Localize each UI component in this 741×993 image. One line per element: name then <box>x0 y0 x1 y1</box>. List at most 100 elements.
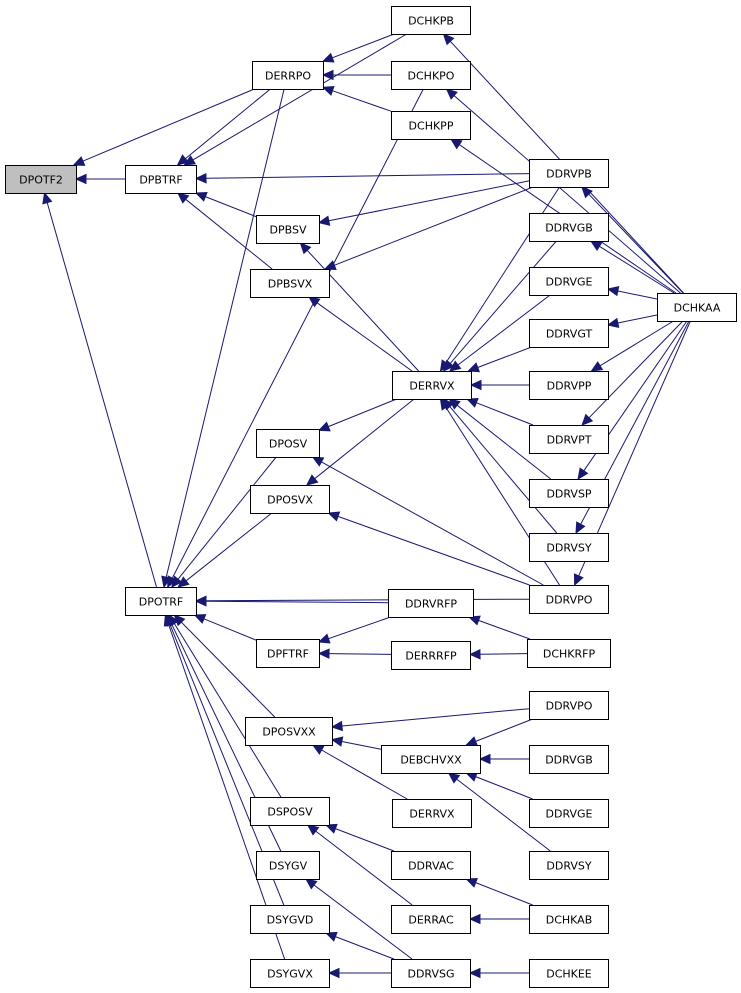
node-dchkrfp[interactable]: DCHKRFP <box>527 639 611 668</box>
edge-line <box>205 196 257 218</box>
node-ddrvpb[interactable]: DDRVPB <box>529 159 609 188</box>
edge-dpbsvx-to-dpbtrf <box>176 192 273 270</box>
edge-line <box>321 749 408 800</box>
arrow-head-icon <box>468 913 481 925</box>
edge-dposv-to-dpotrf <box>171 456 277 588</box>
node-label: DCHKAB <box>546 914 593 927</box>
node-derrpo[interactable]: DERRPO <box>252 61 324 90</box>
node-dpbsv[interactable]: DPBSV <box>256 215 320 244</box>
node-dpotf2[interactable]: DPOTF2 <box>5 165 77 194</box>
edge-ddrvpb-to-dpbsvx <box>323 186 534 271</box>
node-ddrvsy[interactable]: DDRVSY <box>529 533 609 562</box>
edge-line <box>180 621 276 718</box>
node-dchkpo[interactable]: DCHKPO <box>391 61 471 90</box>
node-label: DPBSV <box>270 224 307 237</box>
node-box <box>391 61 471 90</box>
arrow-head-icon <box>194 173 207 184</box>
node-box <box>529 745 609 774</box>
node-dpftrf[interactable]: DPFTRF <box>256 639 320 668</box>
edge-dchkaa-to-ddrvpb <box>581 186 684 294</box>
node-dsygv[interactable]: DSYGV <box>256 851 320 880</box>
node-label: DSPOSV <box>267 806 313 819</box>
arrow-head-icon <box>317 421 331 432</box>
edge-line <box>479 653 528 655</box>
edge-ddrvpo-to-dposvx <box>327 511 530 586</box>
edge-line <box>328 616 391 640</box>
edge-dchkpb-to-dpbtrf <box>183 33 407 166</box>
edge-line <box>617 314 658 324</box>
node-ddrvgb-2[interactable]: DDRVGB <box>529 745 609 774</box>
node-ddrvrfp[interactable]: DDRVRFP <box>388 589 474 618</box>
node-dposvxx[interactable]: DPOSVXX <box>245 717 333 746</box>
edge-line <box>457 294 551 366</box>
node-dchkpp[interactable]: DCHKPP <box>391 111 471 140</box>
node-ddrvac[interactable]: DDRVAC <box>391 851 471 880</box>
arrow-head-icon <box>465 736 478 747</box>
arrow-head-icon <box>590 361 604 372</box>
node-dposv[interactable]: DPOSV <box>256 429 320 458</box>
edge-derrpo-to-dpotf2 <box>72 88 255 166</box>
edge-line <box>332 90 392 112</box>
node-label: DERRRFP <box>405 650 457 663</box>
node-derrvx-2[interactable]: DERRVX <box>392 799 472 828</box>
arrow-head-icon <box>177 576 190 588</box>
edge-derrrfp-to-dpftrf <box>317 648 392 659</box>
node-dchkee[interactable]: DCHKEE <box>529 959 609 988</box>
node-label: DERRVX <box>409 808 455 821</box>
node-dchkpb[interactable]: DCHKPB <box>391 6 471 35</box>
node-ddrvge-2[interactable]: DDRVGE <box>529 799 609 828</box>
node-dsposv[interactable]: DSPOSV <box>250 797 330 826</box>
node-ddrvpo[interactable]: DDRVPO <box>529 585 609 614</box>
arrow-head-icon <box>311 456 325 467</box>
node-ddrvsg[interactable]: DDRVSG <box>391 959 471 988</box>
edge-line <box>205 600 389 604</box>
node-debchvxx[interactable]: DEBCHVXX <box>381 745 481 774</box>
arrow-head-icon <box>468 967 481 979</box>
node-ddrvge[interactable]: DDRVGE <box>529 267 609 296</box>
node-label: DSYGVX <box>267 968 313 981</box>
node-box <box>529 479 609 508</box>
node-ddrvsp[interactable]: DDRVSP <box>529 479 609 508</box>
arrow-head-icon <box>330 736 344 747</box>
node-ddrvpt[interactable]: DDRVPT <box>529 425 609 454</box>
node-dpbsvx[interactable]: DPBSVX <box>250 269 330 298</box>
node-ddrvpp[interactable]: DDRVPP <box>529 371 609 400</box>
edge-dchkpb-to-derrpo <box>321 33 395 63</box>
edge-line <box>205 173 530 179</box>
node-ddrvgb[interactable]: DDRVGB <box>529 213 609 242</box>
edge-line <box>334 186 534 266</box>
node-derrrfp[interactable]: DERRRFP <box>391 641 471 670</box>
node-dposvx[interactable]: DPOSVX <box>250 485 330 514</box>
node-dpotrf[interactable]: DPOTRF <box>125 587 197 616</box>
arrow-head-icon <box>330 720 343 732</box>
arrow-head-icon <box>317 648 330 659</box>
edge-line <box>341 708 530 727</box>
edge-ddrvgb_2-to-debchvxx <box>478 753 529 765</box>
node-dchkaa[interactable]: DCHKAA <box>657 293 737 322</box>
node-derrac[interactable]: DERRAC <box>391 905 471 934</box>
node-dchkab[interactable]: DCHKAB <box>529 905 609 934</box>
node-dsygvd[interactable]: DSYGVD <box>250 905 330 934</box>
node-ddrvgt[interactable]: DDRVGT <box>529 319 609 348</box>
edge-dpbsv-to-dpbtrf <box>194 191 257 218</box>
arrow-head-icon <box>72 156 86 166</box>
edge-derrvx-to-dpbsv <box>299 242 419 372</box>
edge-line <box>205 598 530 602</box>
node-box <box>391 851 471 880</box>
arrow-head-icon <box>575 521 586 535</box>
edge-line <box>46 202 157 588</box>
node-layer: DPOTF2 DPBTRF DERRPO DCHKPB DCHKPO DCHKPP DDRV… <box>5 6 737 988</box>
node-derrvx[interactable]: DERRVX <box>392 371 472 400</box>
edge-dpftrf-to-dpotrf <box>193 614 257 641</box>
node-label: DCHKRFP <box>543 648 596 661</box>
node-ddrvpo-2[interactable]: DDRVPO <box>529 691 609 720</box>
node-dpbtrf[interactable]: DPBTRF <box>125 165 197 194</box>
node-label: DDRVSY <box>546 542 591 555</box>
edge-debchvxx-to-dposvxx <box>330 736 382 750</box>
arrow-head-icon <box>176 192 190 204</box>
node-dsygvx[interactable]: DSYGVX <box>250 959 330 988</box>
node-label: DERRAC <box>408 914 454 927</box>
arrow-head-icon <box>581 413 594 426</box>
node-ddrvsy-2[interactable]: DDRVSY <box>529 851 609 880</box>
node-box <box>392 371 472 400</box>
